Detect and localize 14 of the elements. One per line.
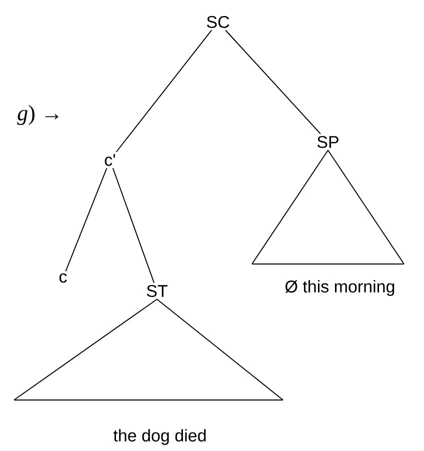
tree-label: SC [206, 16, 230, 28]
branch-line [112, 168, 155, 284]
tree-label: Ø this morning [285, 280, 394, 296]
tree-label: SP [317, 136, 338, 148]
arrow-fragment: g) → [17, 105, 58, 125]
tree-label: c [59, 273, 67, 283]
triangle-branch [14, 298, 284, 400]
tree-label: the dog died [113, 429, 206, 445]
tree-label: c' [104, 154, 115, 166]
branch-line [116, 30, 212, 152]
tree-label: ST [146, 284, 168, 298]
triangle-branch [252, 150, 404, 264]
branch-line [65, 168, 108, 272]
branch-line [225, 30, 321, 134]
